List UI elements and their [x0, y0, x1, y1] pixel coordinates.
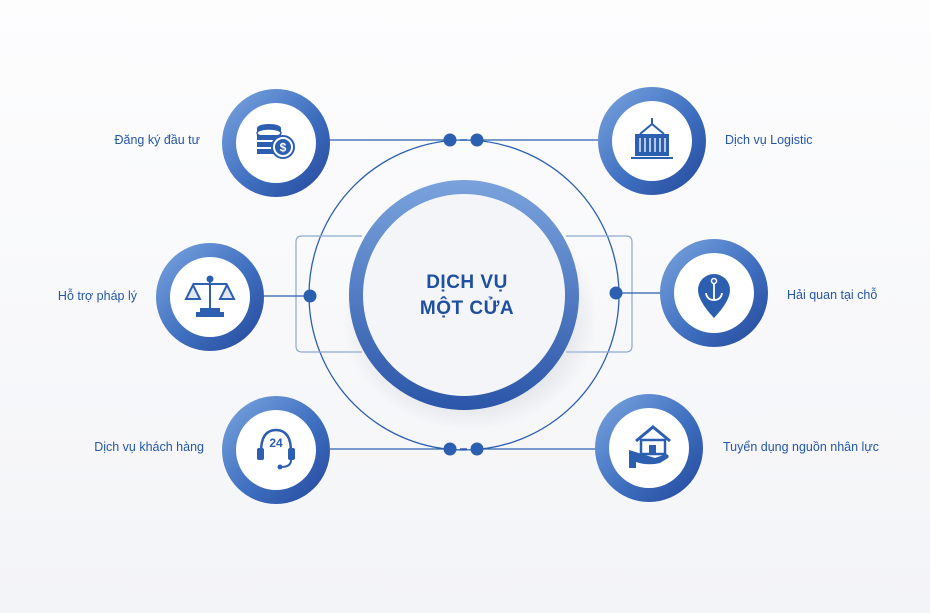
svg-text:$: $ [280, 141, 287, 155]
headset-24-icon: 24 [257, 428, 295, 470]
node-hai-quan-tai-cho[interactable] [660, 239, 768, 347]
label-dich-vu-logistic: Dịch vụ Logistic [725, 133, 813, 147]
label-ho-tro-phap-ly: Hỗ trợ pháp lý [57, 289, 137, 303]
dot-bottom-left [443, 442, 457, 456]
dot-top-right [470, 133, 484, 147]
label-dang-ky-dau-tu: Đăng ký đầu tư [114, 133, 201, 147]
container-crane-icon [631, 118, 673, 159]
node-dich-vu-khach-hang[interactable]: 24 [222, 396, 330, 504]
node-dang-ky-dau-tu[interactable]: $ [222, 89, 330, 197]
node-tuyen-dung[interactable] [595, 394, 703, 502]
label-dich-vu-khach-hang: Dịch vụ khách hàng [94, 440, 204, 454]
center-title-line2: MỘT CỬA [419, 298, 515, 319]
node-dich-vu-logistic[interactable] [598, 87, 706, 195]
svg-text:24: 24 [269, 436, 283, 450]
right-bracket [566, 235, 633, 353]
left-bracket [295, 235, 362, 353]
dot-mid-left [303, 289, 317, 303]
connector-dots [303, 133, 623, 456]
anchor-pin-icon [698, 274, 730, 318]
node-ho-tro-phap-ly[interactable] [156, 243, 264, 351]
center-title-line1: DỊCH VỤ [426, 272, 508, 293]
label-tuyen-dung: Tuyển dụng nguồn nhân lực [723, 440, 879, 454]
center-hub [363, 194, 565, 396]
center-title: DỊCH VỤ MỘT CỬA [364, 270, 570, 322]
dot-mid-right [609, 286, 623, 300]
connector-lines [262, 139, 664, 450]
scales-icon [184, 275, 236, 317]
hand-house-icon [629, 425, 671, 468]
coin-stack-dollar-icon: $ [256, 124, 295, 159]
dot-top-left [443, 133, 457, 147]
dot-bottom-right [470, 442, 484, 456]
label-hai-quan-tai-cho: Hải quan tại chỗ [787, 288, 878, 302]
